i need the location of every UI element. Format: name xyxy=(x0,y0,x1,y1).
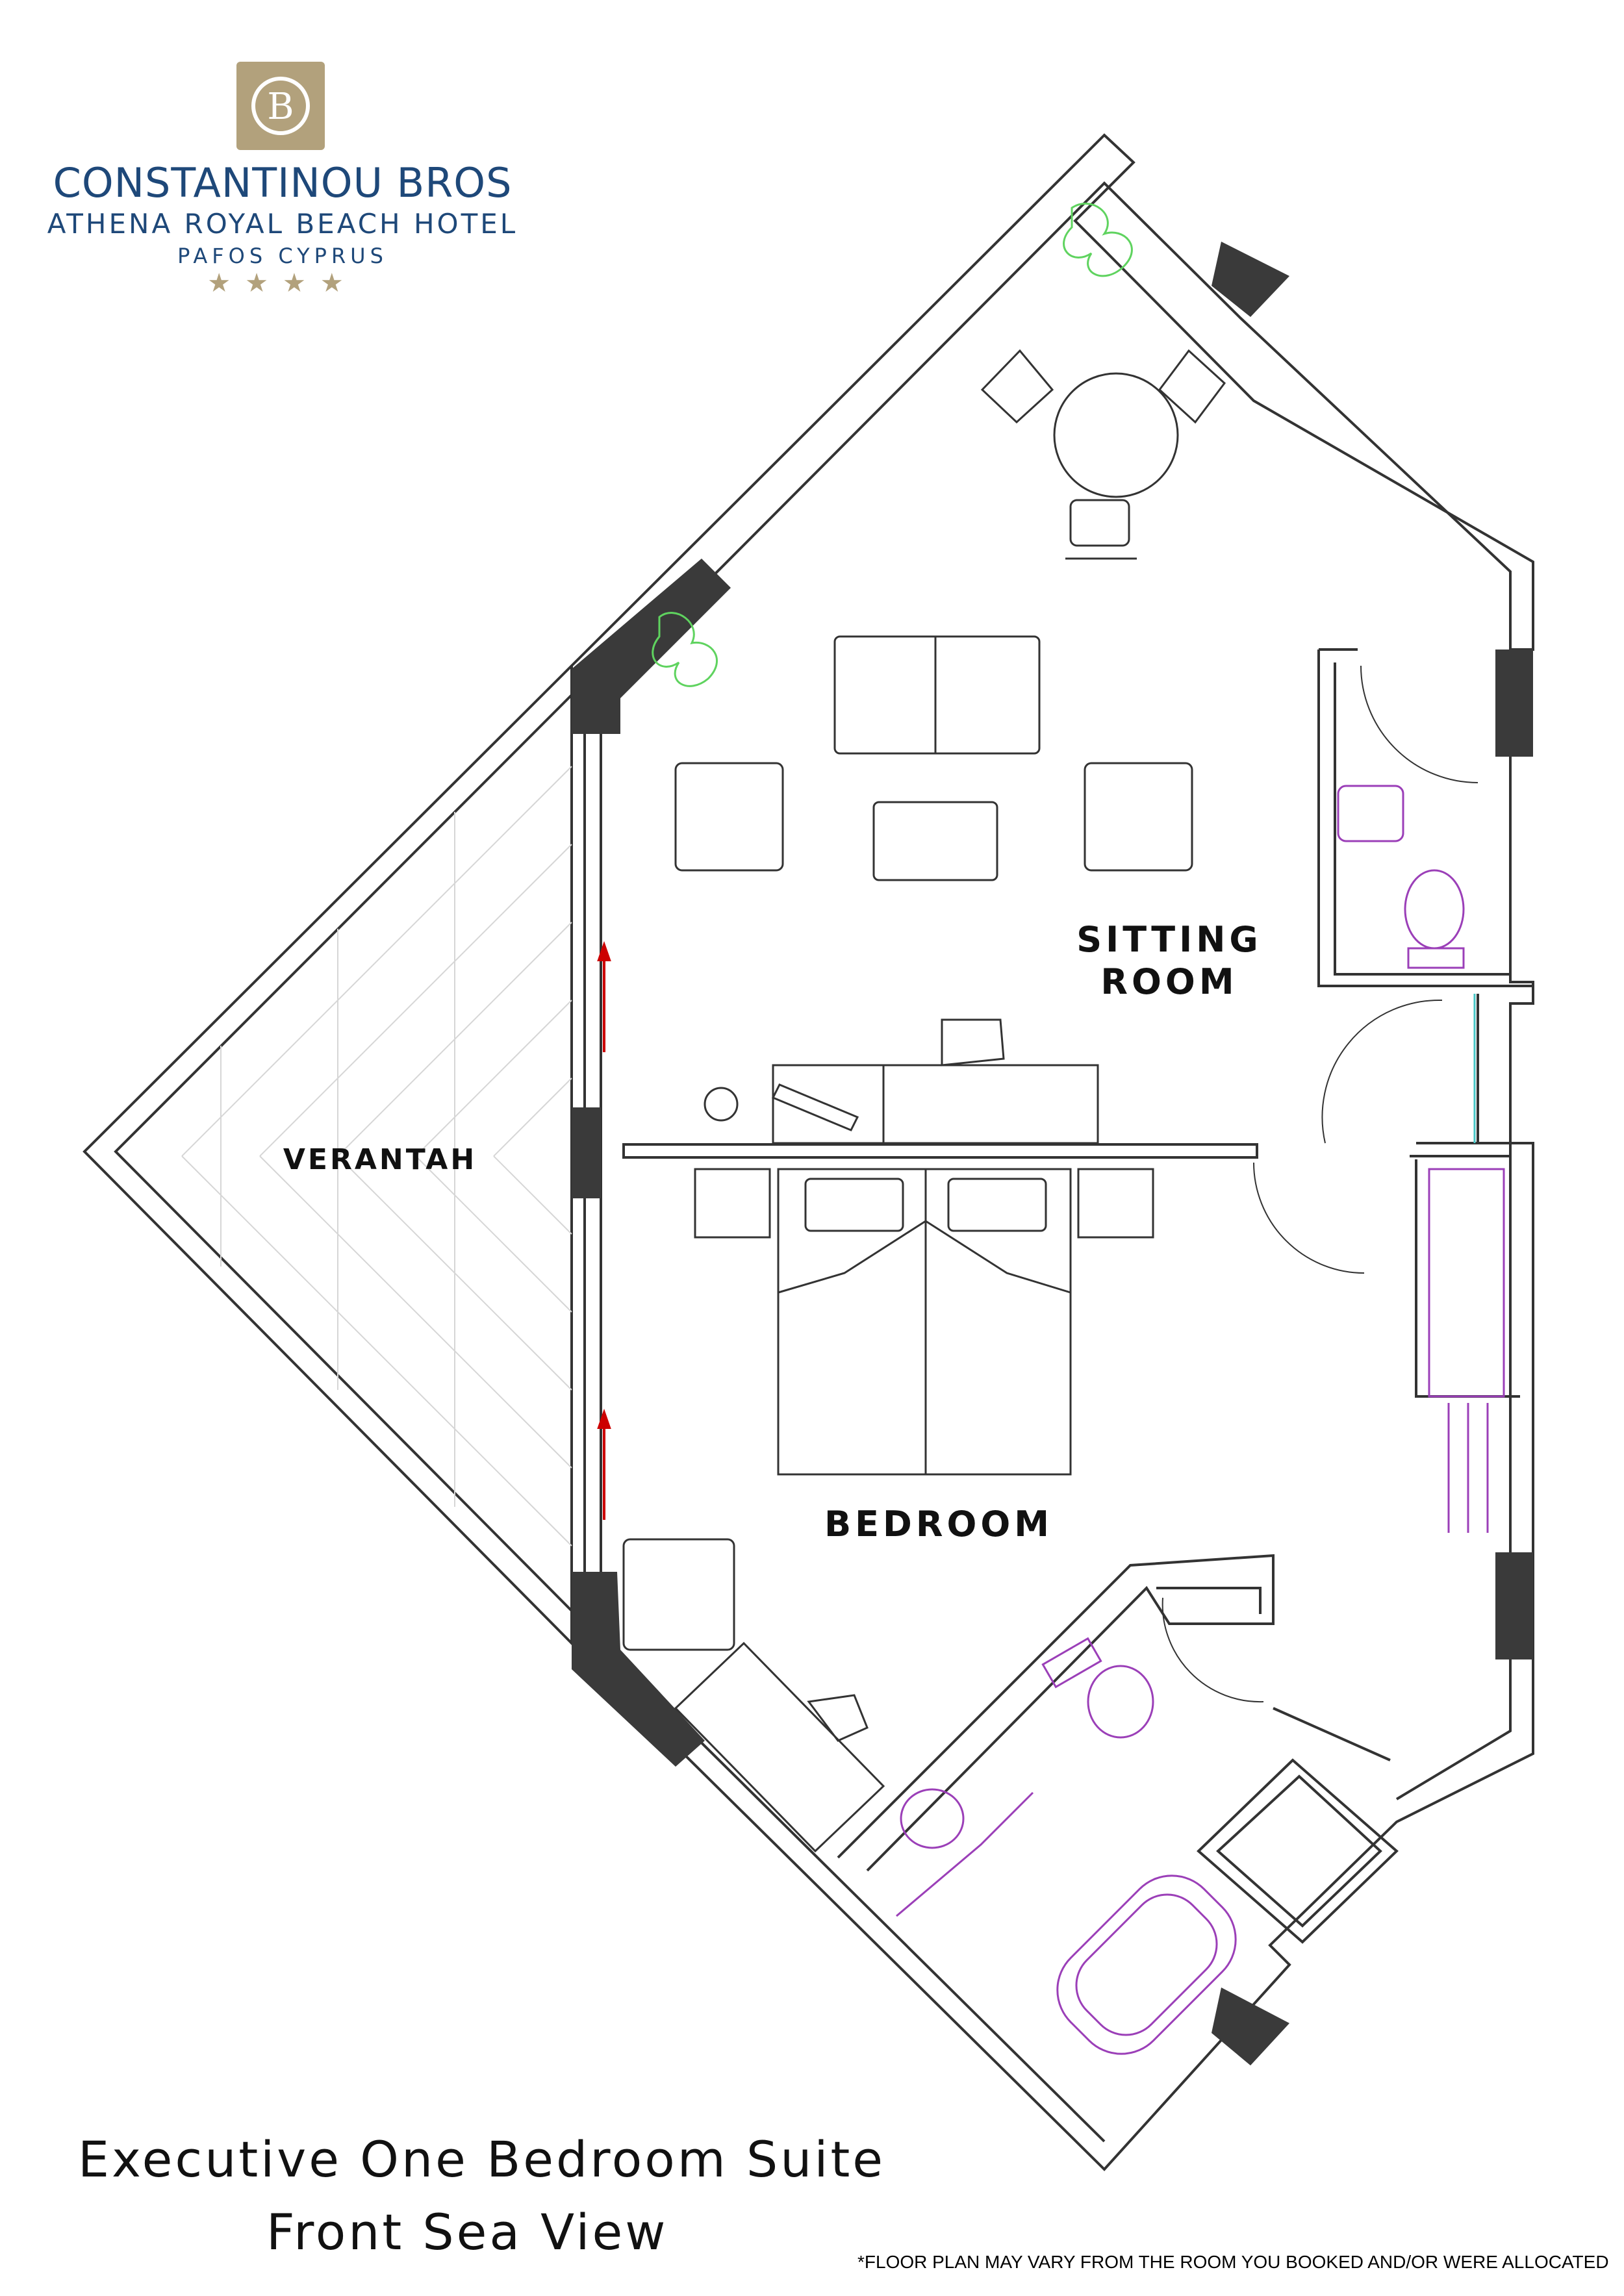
column xyxy=(572,1572,705,1767)
hotel-logo: B CONSTANTINOU BROS ATHENA ROYAL BEACH H… xyxy=(26,62,539,309)
sitting-room-label: SITTING xyxy=(1076,919,1262,960)
column xyxy=(572,559,731,734)
bathroom-wall xyxy=(1334,662,1510,976)
logo-badge-icon: B xyxy=(236,62,325,150)
bedroom-label: BEDROOM xyxy=(824,1504,1053,1545)
door-swing xyxy=(1161,665,1478,1703)
suite-subtitle: Front Sea View xyxy=(266,2203,668,2261)
outer-wall xyxy=(570,133,1534,2171)
sanitary-fixtures xyxy=(896,785,1505,2055)
bathroom-wall xyxy=(1317,650,1533,987)
inner-wall xyxy=(1395,1143,1512,1800)
sliding-door-marker xyxy=(597,940,611,1520)
brand-line-3: PAFOS CYPRUS xyxy=(177,244,388,268)
verandah-outline xyxy=(82,664,573,1645)
partition-wall xyxy=(622,1143,1258,1159)
rating-stars: ★★★★ xyxy=(207,268,358,298)
column xyxy=(1495,650,1533,757)
verandah-outline xyxy=(114,694,573,1612)
disclaimer-text: *FLOOR PLAN MAY VARY FROM THE ROOM YOU B… xyxy=(857,2252,1609,2272)
plant-icon xyxy=(652,203,1133,687)
sitting-room-label-2: ROOM xyxy=(1100,961,1237,1002)
verandah-label: VERANTAH xyxy=(283,1143,477,1176)
column xyxy=(1212,242,1289,317)
bathroom-wall xyxy=(837,1554,1275,1872)
sitting-furniture xyxy=(674,349,1226,1144)
svg-text:B: B xyxy=(267,86,294,128)
brand-line-2: ATHENA ROYAL BEACH HOTEL xyxy=(47,208,518,240)
column xyxy=(1212,1987,1289,2065)
brand-line-1: CONSTANTINOU BROS xyxy=(53,159,513,207)
bedroom-furniture xyxy=(622,1168,1154,1853)
column xyxy=(1495,1552,1533,1659)
inner-wall xyxy=(600,181,1512,690)
column xyxy=(572,1107,601,1198)
suite-title: Executive One Bedroom Suite xyxy=(78,2130,886,2188)
